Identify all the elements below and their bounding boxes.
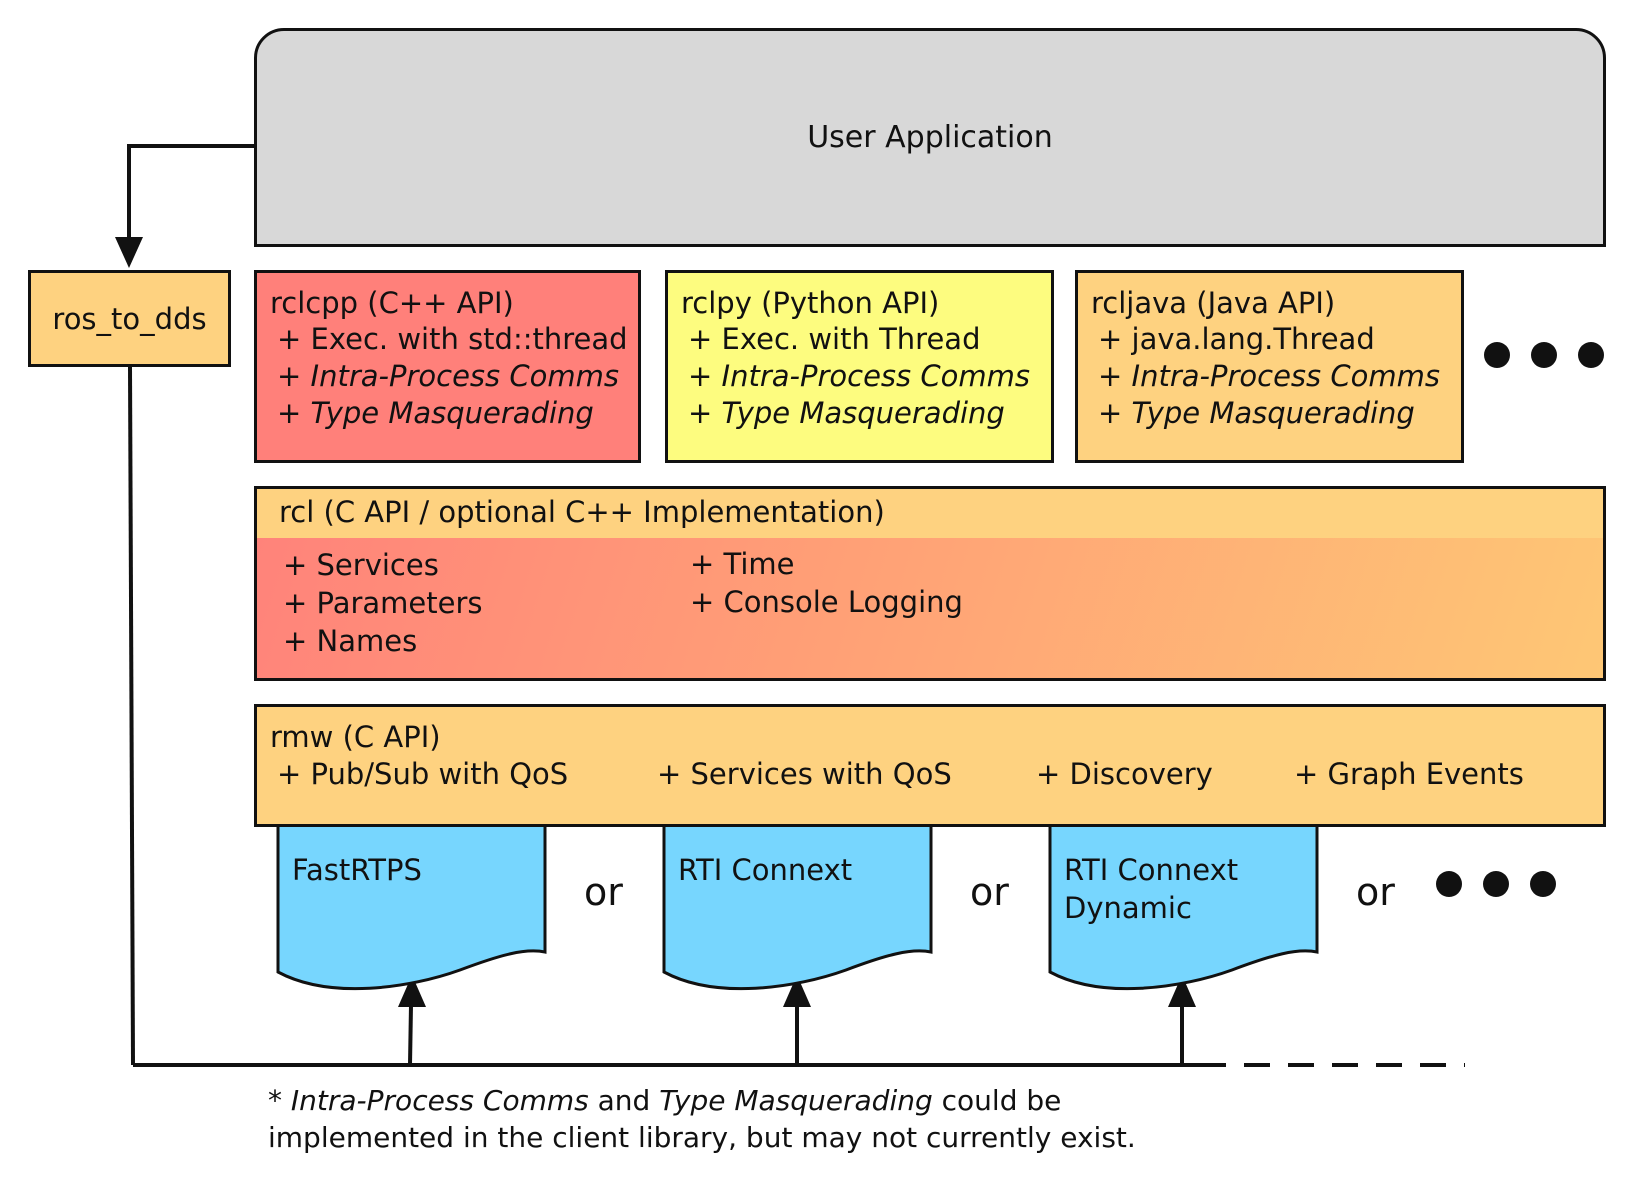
rcljava-feature-intra: + Intra-Process Comms — [1098, 359, 1440, 393]
arrow-to-connext-head — [783, 975, 811, 1007]
arrow-to-connext-dynamic-head — [1168, 975, 1196, 1007]
rmw-feature-pubsub: + Pub/Sub with QoS — [277, 757, 569, 791]
connext-document-shape — [662, 826, 933, 991]
rcljava-feature-thread: + java.lang.Thread — [1098, 322, 1375, 356]
rclcpp-feature-type: + Type Masquerading — [277, 396, 594, 430]
ros-to-dds-down-wire — [128, 366, 135, 1066]
rclcpp-feature-exec: + Exec. with std::thread — [277, 322, 628, 356]
rcl-feature-parameters: + Parameters — [283, 586, 483, 620]
connext-dynamic-document-shape — [1048, 826, 1319, 991]
arrow-to-fastrtps — [408, 1004, 413, 1066]
footnote-line-2: implemented in the client library, but m… — [268, 1121, 1136, 1154]
user-app-to-ros-to-dds-wire — [127, 144, 254, 240]
rclcpp-box: rclcpp (C++ API) + Exec. with std::threa… — [254, 270, 641, 463]
rcljava-box: rcljava (Java API) + java.lang.Thread + … — [1075, 270, 1464, 463]
rcl-feature-services: + Services — [283, 548, 439, 582]
rclpy-box: rclpy (Python API) + Exec. with Thread +… — [665, 270, 1054, 463]
impl-connext-dynamic-label-1: RTI Connext — [1064, 853, 1239, 887]
or-separator-1: or — [584, 870, 623, 914]
footnote-line-1: * Intra-Process Comms and Type Masquerad… — [268, 1084, 1062, 1117]
ros-to-dds-box: ros_to_dds — [28, 270, 231, 367]
ros-to-dds-arrowhead — [115, 237, 143, 268]
fastrtps-document-shape — [276, 826, 547, 991]
rclpy-feature-intra: + Intra-Process Comms — [688, 359, 1030, 393]
arrow-to-fastrtps-head — [398, 975, 426, 1007]
impl-connext-label: RTI Connext — [678, 853, 853, 887]
rcl-body: + Services + Parameters + Names + Time +… — [257, 538, 1603, 678]
rclpy-feature-type: + Type Masquerading — [688, 396, 1005, 430]
rcljava-title: rcljava (Java API) — [1091, 286, 1336, 320]
rcl-box: rcl (C API / optional C++ Implementation… — [254, 486, 1606, 681]
rmw-feature-services: + Services with QoS — [657, 757, 952, 791]
rcl-feature-console-logging: + Console Logging — [690, 585, 963, 619]
rmw-feature-graph-events: + Graph Events — [1294, 757, 1524, 791]
rcl-title: rcl (C API / optional C++ Implementation… — [279, 495, 885, 529]
rcl-header: rcl (C API / optional C++ Implementation… — [257, 489, 1603, 541]
or-separator-2: or — [970, 870, 1009, 914]
rclcpp-title: rclcpp (C++ API) — [270, 286, 514, 320]
rclcpp-feature-intra: + Intra-Process Comms — [277, 359, 619, 393]
rcl-feature-names: + Names — [283, 624, 418, 658]
rmw-title: rmw (C API) — [270, 720, 441, 754]
rmw-box: rmw (C API) + Pub/Sub with QoS + Service… — [254, 704, 1606, 827]
rmw-feature-discovery: + Discovery — [1036, 757, 1213, 791]
rcljava-feature-type: + Type Masquerading — [1098, 396, 1415, 430]
more-client-libraries-ellipsis — [1484, 342, 1604, 368]
user-application-label: User Application — [807, 120, 1053, 155]
rcl-feature-time: + Time — [690, 547, 795, 581]
user-application-box: User Application — [254, 28, 1606, 247]
rclpy-feature-exec: + Exec. with Thread — [688, 322, 981, 356]
ros-to-dds-label: ros_to_dds — [52, 301, 207, 336]
rclpy-title: rclpy (Python API) — [681, 286, 940, 320]
or-separator-3: or — [1356, 870, 1395, 914]
more-implementations-ellipsis — [1436, 871, 1556, 897]
impl-connext-dynamic-label-2: Dynamic — [1064, 891, 1192, 925]
impl-fastrtps-label: FastRTPS — [292, 853, 422, 887]
